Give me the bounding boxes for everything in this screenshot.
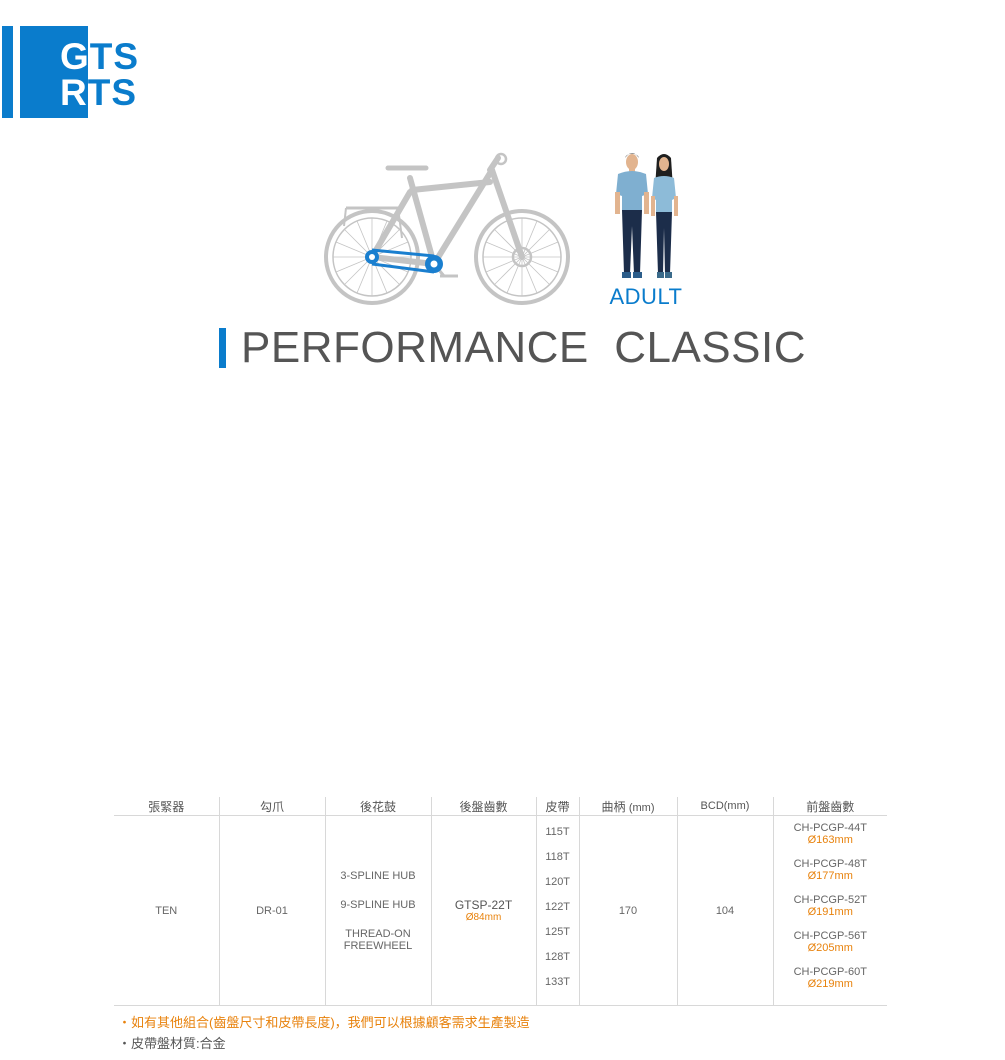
header-front-sprocket: 前盤齒數 [772,797,887,816]
front-sprocket-item: CH-PCGP-60T Ø219mm [793,966,867,990]
belt-item: 118T [545,851,570,863]
front-sprocket-item: CH-PCGP-48T Ø177mm [793,858,867,882]
audience-label: ADULT [609,284,683,309]
logo-bar-thick [20,26,88,118]
cell-tensioner: TEN [114,815,220,1006]
rear-hub-item: 9-SPLINE HUB [340,898,416,911]
title-accent-bar [219,328,226,368]
table-row: TEN DR-01 3-SPLINE HUB 9-SPLINE HUB THRE… [114,815,887,1006]
front-sprocket-item: CH-PCGP-52T Ø191mm [793,894,867,918]
brand-logo: GTS RTS [0,26,140,118]
header-crank: 曲柄 (mm) [578,797,678,816]
belt-item: 115T [545,826,570,838]
rear-hub-item: THREAD-ON FREEWHEEL [343,927,413,952]
logo-bar-thin [2,26,13,118]
cell-rear-hubs: 3-SPLINE HUB 9-SPLINE HUB THREAD-ON FREE… [324,815,432,1006]
header-rear-hub: 後花鼓 [324,797,432,816]
cell-crank: 170 [578,815,678,1006]
logo-line-1: GTS [60,36,140,77]
front-sprocket-item: CH-PCGP-56T Ø205mm [793,930,867,954]
header-rear-sprocket: 後盤齒數 [430,797,537,816]
page-title: PERFORMANCE CLASSIC [241,323,806,372]
cell-belts: 115T 118T 120T 122T 125T 128T 133T [535,815,580,1006]
adult-couple-icon [615,153,678,278]
belt-item: 120T [544,876,571,888]
belt-drive-bike-icon [324,152,570,305]
footnotes: ・如有其他組合(齒盤尺寸和皮帶長度)，我們可以根據顧客需求生產製造 ・皮帶盤材質… [118,1012,530,1054]
rear-hub-item: 3-SPLINE HUB [340,869,416,882]
spec-table: 張緊器 勾爪 後花鼓 後盤齒數 皮帶 曲柄 (mm) BCD(mm) 前盤齒數 … [114,797,887,1006]
cell-rear-sprocket: GTSP-22T Ø84mm [430,815,537,1006]
cell-bcd: 104 [676,815,774,1006]
header-dropout: 勾爪 [218,797,326,816]
header-belt: 皮帶 [535,797,580,816]
rear-sprocket-diameter: Ø84mm [465,912,502,923]
rear-sprocket-code: GTSP-22T [454,898,513,912]
belt-item: 133T [544,976,571,988]
header-bcd: BCD(mm) [676,797,774,816]
belt-item: 122T [544,901,571,913]
front-sprocket-item: CH-PCGP-44T Ø163mm [793,822,867,846]
table-header-row: 張緊器 勾爪 後花鼓 後盤齒數 皮帶 曲柄 (mm) BCD(mm) 前盤齒數 [114,797,887,816]
header-tensioner: 張緊器 [114,797,220,816]
belt-item: 125T [544,926,571,938]
note-custom-combinations: ・如有其他組合(齒盤尺寸和皮帶長度)，我們可以根據顧客需求生產製造 [118,1015,530,1030]
cell-front-sprockets: CH-PCGP-44T Ø163mm CH-PCGP-48T Ø177mm CH… [772,815,887,1006]
logo-line-2: RTS [60,72,138,113]
cell-dropout: DR-01 [218,815,326,1006]
note-material: ・皮帶盤材質:合金 [118,1036,226,1051]
belt-item: 128T [544,951,571,963]
